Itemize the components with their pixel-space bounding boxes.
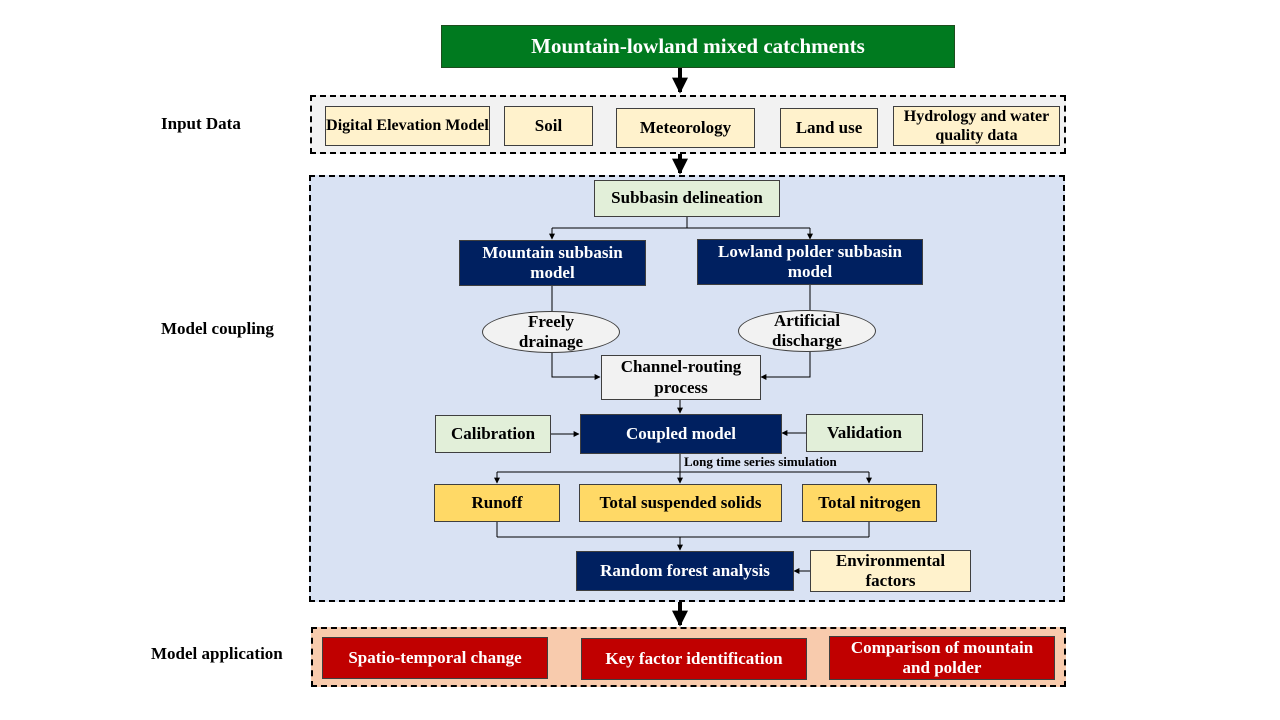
- runoff-box: Runoff: [434, 484, 560, 522]
- random-forest-box: Random forest analysis: [576, 551, 794, 591]
- calibration-box: Calibration: [435, 415, 551, 453]
- input-land-use: Land use: [780, 108, 878, 148]
- section-label-input: Input Data: [161, 114, 241, 133]
- mountain-subbasin-model-box: Mountain subbasin model: [459, 240, 646, 286]
- freely-drainage-ellipse: Freely drainage: [482, 311, 620, 353]
- simulation-label: Long time series simulation: [684, 454, 837, 469]
- subbasin-delineation-box: Subbasin delineation: [594, 180, 780, 217]
- coupled-model-box: Coupled model: [580, 414, 782, 454]
- tss-box: Total suspended solids: [579, 484, 782, 522]
- app-spatio-temporal: Spatio-temporal change: [322, 637, 548, 679]
- input-soil: Soil: [504, 106, 593, 146]
- channel-routing-box: Channel-routing process: [601, 355, 761, 400]
- environmental-factors-box: Environmental factors: [810, 550, 971, 592]
- validation-box: Validation: [806, 414, 923, 452]
- total-nitrogen-box: Total nitrogen: [802, 484, 937, 522]
- artificial-discharge-ellipse: Artificial discharge: [738, 310, 876, 352]
- section-label-application: Model application: [151, 644, 283, 663]
- input-hydrology: Hydrology and water quality data: [893, 106, 1060, 146]
- input-meteorology: Meteorology: [616, 108, 755, 148]
- app-comparison: Comparison of mountain and polder: [829, 636, 1055, 680]
- title-box: Mountain-lowland mixed catchments: [441, 25, 955, 68]
- input-dem: Digital Elevation Model: [325, 106, 490, 146]
- app-key-factor: Key factor identification: [581, 638, 807, 680]
- title-text: Mountain-lowland mixed catchments: [531, 33, 865, 58]
- section-label-coupling: Model coupling: [161, 319, 274, 338]
- lowland-polder-model-box: Lowland polder subbasin model: [697, 239, 923, 285]
